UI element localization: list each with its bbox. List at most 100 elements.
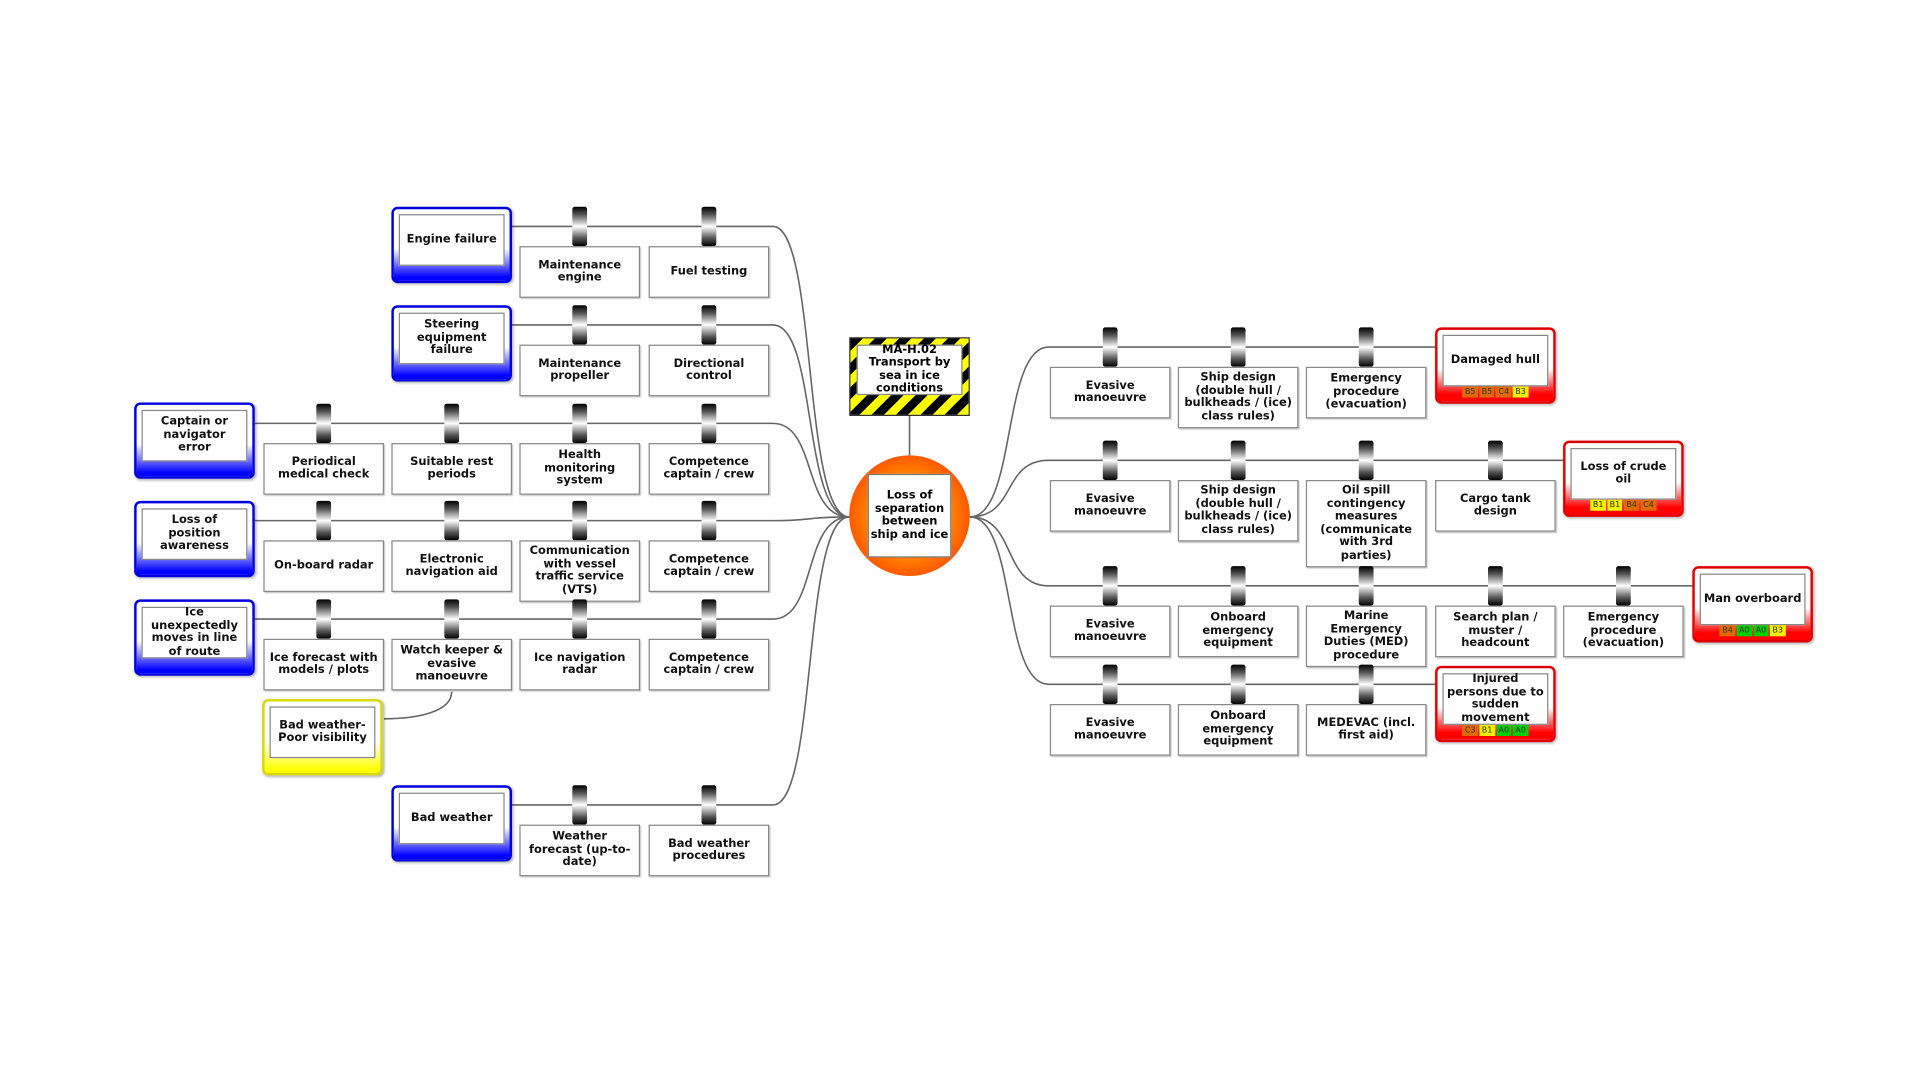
barrier-handle[interactable] — [701, 403, 717, 444]
barrier-handle[interactable] — [1102, 566, 1118, 606]
mitigation-barrier-box[interactable]: Onboard emergency equipment — [1177, 605, 1299, 658]
threat-box[interactable]: Captain or navigator error — [134, 402, 255, 479]
barrier-box[interactable]: Directional control — [648, 344, 770, 397]
barrier-box[interactable]: Competence captain / crew — [648, 638, 770, 691]
threat-connector — [512, 516, 850, 806]
consequence-connector — [969, 346, 1436, 518]
barrier-handle[interactable] — [572, 305, 588, 345]
barrier-box[interactable]: Periodical medical check — [263, 443, 385, 495]
mitigation-barrier-box[interactable]: Cargo tank design — [1435, 480, 1556, 532]
top-event[interactable]: Loss of separation between ship and ice — [849, 455, 970, 577]
barrier-handle[interactable] — [1488, 566, 1503, 606]
mitigation-barrier-box[interactable]: Marine Emergency Duties (MED) procedure — [1305, 605, 1427, 668]
mitigation-barrier-box[interactable]: Evasive manoeuvre — [1049, 704, 1171, 756]
barrier-handle[interactable] — [572, 500, 588, 541]
barrier-box[interactable]: Weather forecast (up-to-date) — [519, 824, 641, 877]
threat-box[interactable]: Engine failure — [391, 206, 513, 284]
barrier-box[interactable]: Ice forecast with models / plots — [263, 638, 385, 691]
barrier-handle[interactable] — [1102, 664, 1118, 705]
risk-badge: B5 — [1462, 386, 1478, 398]
mitigation-barrier-box[interactable]: Emergency procedure (evacuation) — [1305, 366, 1427, 419]
barrier-handle[interactable] — [1230, 664, 1246, 705]
barrier-handle[interactable] — [572, 785, 588, 825]
barrier-box[interactable]: Suitable rest periods — [391, 443, 513, 495]
threat-label: Engine failure — [398, 214, 505, 266]
barrier-box[interactable]: On-board radar — [263, 540, 385, 593]
barrier-handle[interactable] — [572, 206, 588, 247]
escalation-connector — [384, 691, 453, 720]
mitigation-barrier-box[interactable]: Emergency procedure (evacuation) — [1563, 605, 1684, 658]
barrier-handle[interactable] — [701, 500, 717, 541]
mitigation-barrier-box[interactable]: Oil spill contingency measures (communic… — [1305, 480, 1427, 568]
mitigation-barrier-box[interactable]: Ship design (double hull / bulkheads / (… — [1177, 366, 1299, 429]
mitigation-barrier-box[interactable]: MEDEVAC (incl. first aid) — [1305, 704, 1427, 756]
mitigation-barrier-box[interactable]: Search plan / muster / headcount — [1435, 605, 1556, 658]
barrier-box[interactable]: Communication with vessel traffic servic… — [519, 540, 641, 602]
barrier-box[interactable]: Electronic navigation aid — [391, 540, 513, 593]
barrier-box[interactable]: Competence captain / crew — [648, 443, 770, 495]
risk-badge: B3 — [1512, 386, 1529, 398]
threat-connector — [254, 422, 850, 518]
barrier-handle[interactable] — [1358, 664, 1374, 705]
hazard-label: MA-H.02 Transport by sea in ice conditio… — [856, 343, 963, 396]
threat-connector — [254, 516, 850, 620]
mitigation-barrier-box[interactable]: Evasive manoeuvre — [1049, 366, 1171, 419]
barrier-handle[interactable] — [1616, 566, 1631, 606]
barrier-box[interactable]: Health monitoring system — [519, 443, 641, 495]
risk-badge: B4 — [1623, 499, 1640, 511]
barrier-handle[interactable] — [444, 599, 460, 639]
hazard-box[interactable]: MA-H.02 Transport by sea in ice conditio… — [849, 337, 970, 417]
barrier-handle[interactable] — [1230, 566, 1246, 606]
threat-box[interactable]: Steering equipment failure — [391, 305, 513, 382]
barrier-handle[interactable] — [1358, 327, 1374, 367]
barrier-box[interactable]: Maintenance engine — [519, 246, 641, 298]
threat-label: Steering equipment failure — [398, 312, 505, 365]
barrier-handle[interactable] — [1102, 327, 1118, 367]
barrier-handle[interactable] — [444, 500, 460, 541]
barrier-handle[interactable] — [1488, 440, 1503, 481]
consequence-connector — [969, 516, 1436, 686]
barrier-box[interactable]: Watch keeper & evasive manoeuvre — [391, 638, 513, 691]
barrier-box[interactable]: Fuel testing — [648, 246, 770, 298]
risk-badge: A0 — [1736, 625, 1753, 637]
risk-badge: A0 — [1753, 625, 1769, 637]
barrier-handle[interactable] — [444, 403, 460, 444]
threat-box[interactable]: Ice unexpectedly moves in line of route — [134, 599, 255, 676]
escalation-factor-box[interactable]: Bad weather- Poor visibility — [262, 699, 383, 776]
barrier-box[interactable]: Bad weather procedures — [648, 824, 770, 877]
barrier-box[interactable]: Maintenance propeller — [519, 344, 641, 397]
mitigation-barrier-box[interactable]: Evasive manoeuvre — [1049, 480, 1171, 532]
barrier-handle[interactable] — [1358, 440, 1374, 481]
mitigation-barrier-box[interactable]: Ship design (double hull / bulkheads / (… — [1177, 480, 1299, 542]
barrier-handle[interactable] — [1230, 327, 1246, 367]
risk-badge: A0 — [1496, 724, 1512, 737]
threat-box[interactable]: Loss of position awareness — [134, 500, 255, 578]
mitigation-barrier-box[interactable]: Evasive manoeuvre — [1049, 605, 1171, 658]
barrier-handle[interactable] — [572, 403, 588, 444]
barrier-handle[interactable] — [316, 599, 332, 639]
barrier-handle[interactable] — [572, 599, 588, 639]
barrier-handle[interactable] — [316, 403, 332, 444]
barrier-handle[interactable] — [701, 206, 717, 247]
barrier-handle[interactable] — [1230, 440, 1246, 481]
barrier-handle[interactable] — [1102, 440, 1118, 481]
barrier-box[interactable]: Competence captain / crew — [648, 540, 770, 593]
threat-label: Loss of position awareness — [141, 508, 248, 561]
barrier-handle[interactable] — [701, 785, 717, 825]
mitigation-barrier-box[interactable]: Onboard emergency equipment — [1177, 704, 1299, 756]
barrier-handle[interactable] — [701, 305, 717, 345]
barrier-handle[interactable] — [316, 500, 332, 541]
barrier-box[interactable]: Ice navigation radar — [519, 638, 641, 691]
barrier-handle[interactable] — [701, 599, 717, 639]
threat-label: Bad weather — [398, 792, 505, 845]
barrier-handle[interactable] — [1358, 566, 1374, 606]
threat-box[interactable]: Bad weather — [391, 785, 513, 862]
risk-badge: B1 — [1607, 499, 1623, 511]
